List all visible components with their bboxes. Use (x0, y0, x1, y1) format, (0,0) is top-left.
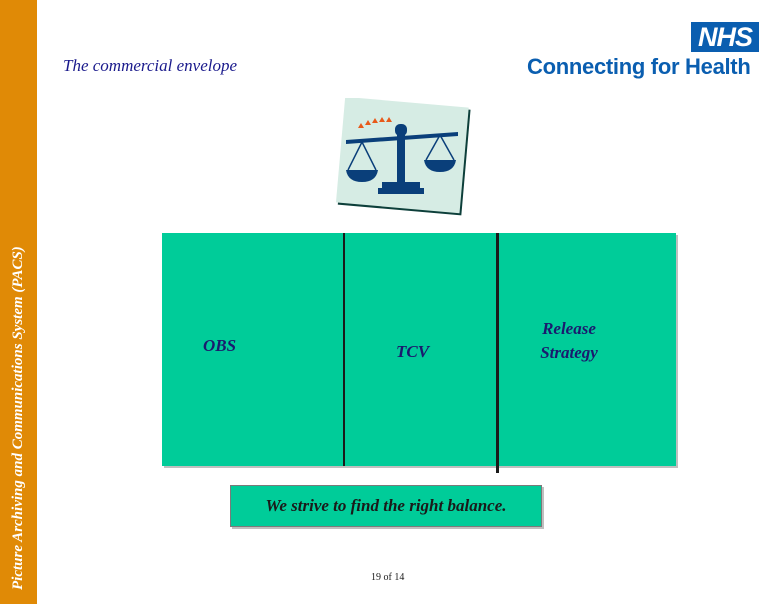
balance-callout-text: We strive to find the right balance. (265, 496, 507, 515)
page-number: 19 of 14 (371, 572, 405, 583)
logo-tagline: Connecting for Health (527, 54, 751, 79)
balance-panel: OBS TCV Release Strategy (162, 233, 676, 473)
balance-callout: We strive to find the right balance. (230, 485, 542, 527)
obs-label: OBS (203, 336, 237, 355)
tcv-label: TCV (396, 342, 430, 361)
release-line-1: Release (542, 319, 596, 338)
divider-left (343, 233, 345, 466)
release-strategy-label: Release Strategy (524, 317, 614, 365)
sidebar-band: Picture Archiving and Communications Sys… (0, 0, 37, 604)
sidebar-title-text: Picture Archiving and Communications Sys… (10, 246, 26, 590)
balance-scales-icon (335, 98, 471, 216)
nhs-logo: NHS Connecting for Health (520, 22, 770, 84)
divider-right (496, 233, 499, 473)
nhs-badge: NHS (691, 22, 759, 52)
slide-title: The commercial envelope (63, 56, 238, 75)
release-line-2: Strategy (540, 343, 598, 362)
